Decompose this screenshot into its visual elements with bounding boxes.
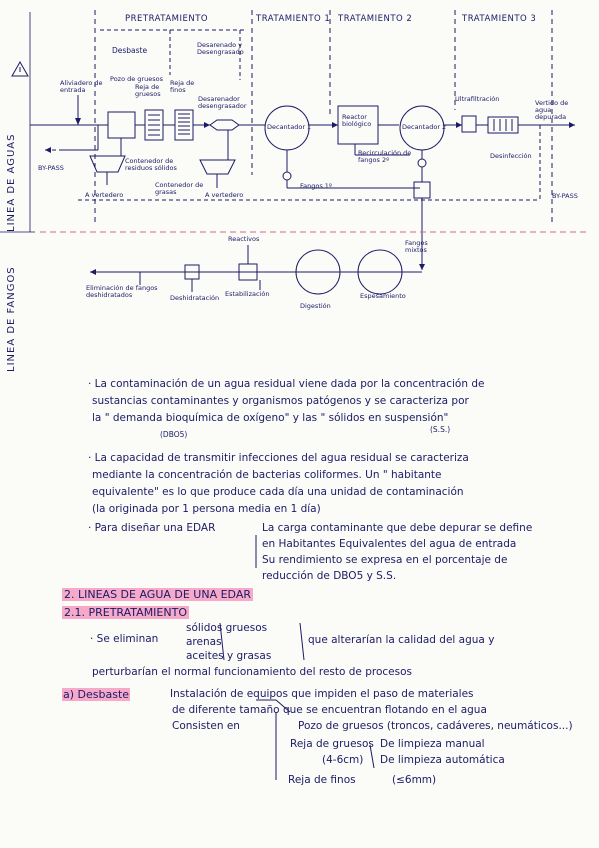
label-vertedero-left: A vertedero bbox=[85, 191, 124, 199]
note-p1-line2: sustancias contaminantes y organismos pa… bbox=[92, 395, 469, 407]
label-fangos-1: Fangos 1º bbox=[300, 182, 332, 190]
label-pozo-gruesos: Pozo de gruesos bbox=[110, 75, 163, 83]
note-a-reja: Reja de gruesos bbox=[290, 738, 374, 750]
note-elim-label: · Se eliminan bbox=[90, 633, 159, 645]
note-p2-line1: · La capacidad de transmitir infecciones… bbox=[88, 452, 469, 464]
note-a-pozo: Pozo de gruesos (troncos, cadáveres, neu… bbox=[298, 720, 573, 732]
note-p3-left: · Para diseñar una EDAR bbox=[88, 522, 216, 534]
note-p2-line2: mediante la concentración de bacterias c… bbox=[92, 469, 442, 481]
header-tratamiento-2: TRATAMIENTO 2 bbox=[338, 14, 413, 24]
label-bypass-right: BY-PASS bbox=[552, 192, 578, 200]
note-a-line1: Instalación de equipos que impiden el pa… bbox=[170, 688, 474, 700]
note-p2-line4: (la originada por 1 persona media en 1 d… bbox=[92, 503, 321, 515]
note-a-line2: de diferente tamaño que se encuentran fl… bbox=[172, 704, 487, 716]
note-elim-item-3: aceites y grasas bbox=[186, 650, 272, 662]
header-tratamiento-3: TRATAMIENTO 3 bbox=[462, 14, 537, 24]
label-digestion: Digestión bbox=[300, 302, 331, 310]
label-vertedero-right: A vertedero bbox=[205, 191, 244, 199]
note-p2-line3: equivalente" es lo que produce cada día … bbox=[92, 486, 464, 498]
note-a-title: a) Desbaste bbox=[62, 688, 131, 701]
note-a-limpieza-1: De limpieza manual bbox=[380, 738, 485, 750]
label-reja-finos: Reja de finos bbox=[170, 79, 195, 94]
label-bypass-left: BY-PASS bbox=[38, 164, 64, 172]
note-elim-item-2: arenas bbox=[186, 636, 222, 648]
note-p1-dbo: (DBO5) bbox=[160, 430, 188, 439]
label-reactivos: Reactivos bbox=[228, 235, 260, 243]
label-eliminacion: Eliminación de fangos deshidratados bbox=[86, 284, 158, 299]
label-vertido: Vertido de agua depurada bbox=[535, 99, 569, 121]
label-deshidratacion: Deshidratación bbox=[170, 294, 220, 302]
note-elim-reason2: perturbarían el normal funcionamiento de… bbox=[92, 666, 412, 678]
note-a-consisten: Consisten en bbox=[172, 720, 240, 732]
label-recirculacion: Recirculación de fangos 2º bbox=[358, 149, 412, 164]
header-tratamiento-1: TRATAMIENTO 1 bbox=[256, 14, 331, 24]
note-p3-r3: Su rendimiento se expresa en el porcenta… bbox=[262, 554, 508, 566]
note-p3-r1: La carga contaminante que debe depurar s… bbox=[262, 522, 533, 534]
header-pretratamiento: PRETRATAMIENTO bbox=[125, 14, 209, 24]
label-fangos-mixtos: Fangos mixtos bbox=[405, 239, 428, 254]
label-decantador-2: Decantador 2 bbox=[402, 123, 447, 131]
note-p1-line1: · La contaminación de un agua residual v… bbox=[88, 378, 485, 390]
note-elim-reason: que alterarían la calidad del agua y bbox=[308, 634, 495, 646]
section-heading-2-1: 2.1. PRETRATAMIENTO bbox=[62, 606, 189, 619]
label-reja-gruesos: Reja de gruesos bbox=[135, 83, 161, 98]
note-p1-ss: (S.S.) bbox=[430, 425, 451, 434]
label-desarenado: Desarenado y Desengrasado bbox=[197, 41, 244, 56]
note-a-limpieza-2: De limpieza automática bbox=[380, 754, 505, 766]
label-aliviadero: Aliviadero de entrada bbox=[60, 79, 103, 94]
note-a-finos-size: (≤6mm) bbox=[392, 774, 437, 786]
note-p1-line3: la " demanda bioquímica de oxígeno" y la… bbox=[92, 412, 449, 424]
label-ultrafiltracion: Ultrafiltración bbox=[455, 95, 500, 103]
label-decantador-1: Decantador 1 bbox=[267, 123, 312, 131]
label-contenedor-solidos: Contenedor de residuos sólidos bbox=[125, 157, 177, 172]
note-a-finos: Reja de finos bbox=[288, 774, 356, 786]
label-reactor: Reactor biológico bbox=[342, 113, 372, 128]
note-p3-r4: reducción de DBO5 y S.S. bbox=[262, 570, 397, 582]
label-estabilizacion: Estabilización bbox=[225, 290, 270, 298]
label-contenedor-grasas: Contenedor de grasas bbox=[155, 181, 204, 196]
note-elim-item-1: sólidos gruesos bbox=[186, 622, 268, 634]
section-heading-2: 2. LINEAS DE AGUA DE UNA EDAR bbox=[62, 588, 254, 601]
label-desarenador: Desarenador desengrasador bbox=[198, 95, 247, 110]
label-desbaste: Desbaste bbox=[112, 46, 148, 55]
note-a-reja-size: (4-6cm) bbox=[322, 754, 364, 766]
note-p3-r2: en Habitantes Equivalentes del agua de e… bbox=[262, 538, 517, 550]
label-desinfeccion: Desinfección bbox=[490, 152, 532, 160]
label-espesamiento: Espesamiento bbox=[360, 292, 406, 300]
warning-icon bbox=[11, 60, 29, 77]
